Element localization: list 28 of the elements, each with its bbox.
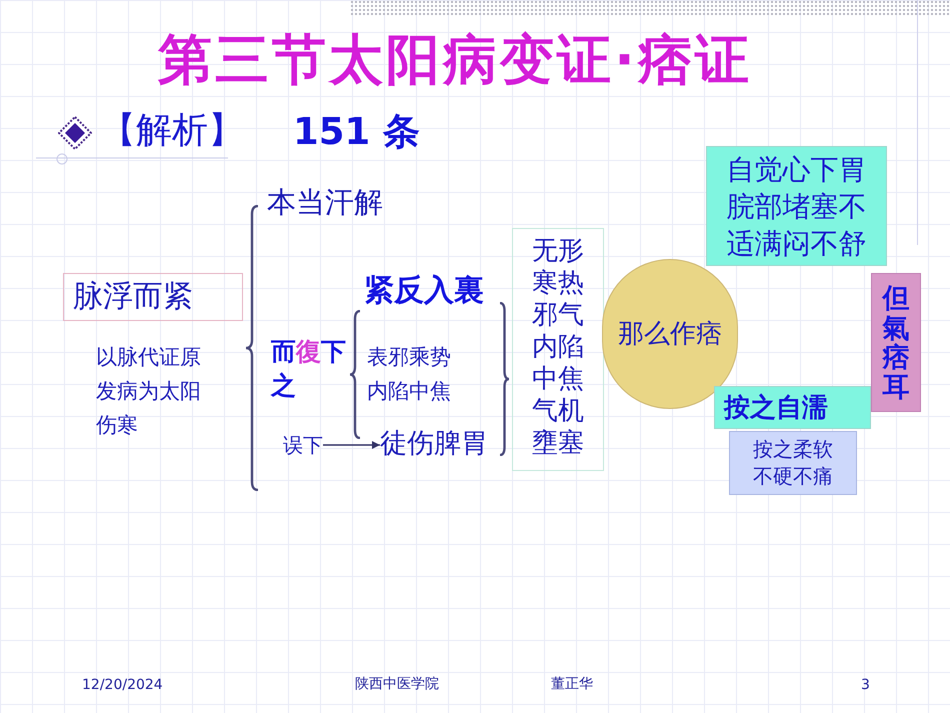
text-box — [63, 273, 243, 321]
article-number: 151 条 — [293, 111, 420, 153]
highlight-box — [871, 273, 921, 412]
box-text: 脉浮而紧 — [73, 279, 193, 315]
page-number: 3 — [861, 676, 870, 694]
box-text: 但氣痞耳 — [882, 284, 910, 406]
box-text: 那么作痞 — [618, 318, 722, 350]
branch-text: 紧反入裏 — [364, 273, 484, 309]
box-text: 按之自濡 — [724, 392, 828, 424]
arrow — [323, 441, 380, 449]
branch-text: 而復下之 — [271, 336, 346, 402]
box-text: 按之柔软不硬不痛 — [753, 436, 833, 490]
slide-title: 第三节太阳病变证·痞证 — [158, 30, 752, 90]
step-text: 误下 — [283, 432, 323, 458]
note-box — [729, 431, 857, 495]
footer-text: 董正华 — [551, 675, 593, 693]
step-text: 徒伤脾胃 — [380, 427, 488, 461]
text-box — [512, 228, 604, 471]
box-text: 自觉心下胃脘部堵塞不适满闷不舒 — [726, 152, 866, 262]
branch-text: 本当汗解 — [267, 184, 383, 220]
highlight-box — [706, 146, 887, 266]
branch-text: 表邪乘势内陷中焦 — [367, 344, 451, 405]
highlight-box — [714, 386, 871, 429]
footer-text: 陕西中医学院 — [355, 675, 439, 693]
note-text: 以脉代证原发病为太阳伤寒 — [96, 344, 201, 439]
box-text: 无形寒热邪气内陷中焦气机壅塞 — [532, 235, 584, 460]
section-heading: 【解析】 — [100, 110, 244, 152]
footer-date: 12/20/2024 — [82, 676, 163, 694]
